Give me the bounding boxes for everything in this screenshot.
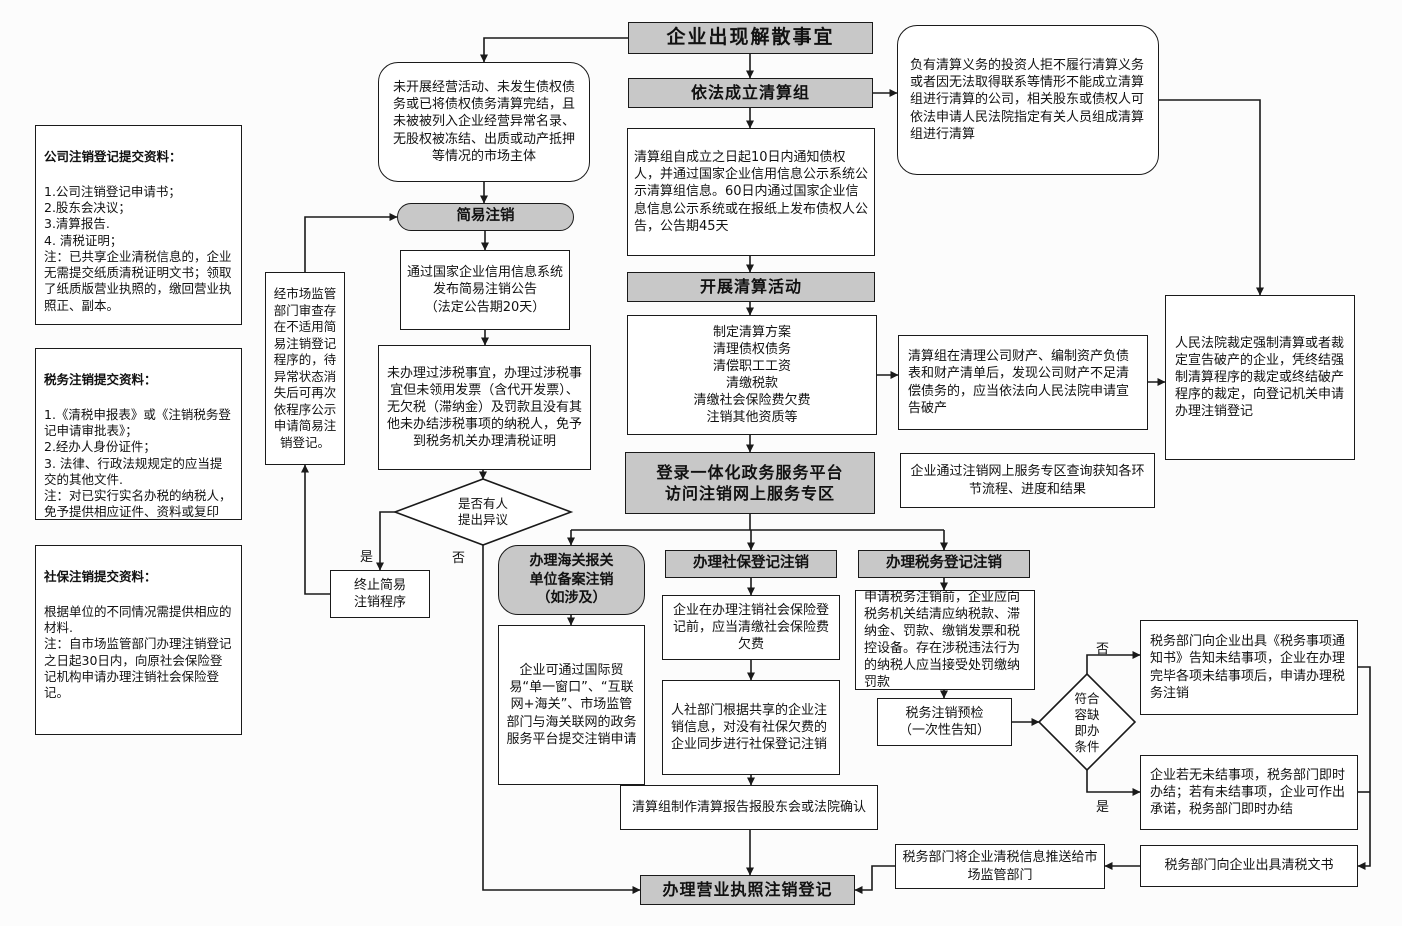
node-notify-creditors: 清算组自成立之日起10日内通知债权人，并通过国家企业信用信息公示系统公示清算组信… <box>627 128 875 256</box>
node-simple-announcement: 通过国家企业信用信息系统发布简易注销公告 （法定公告期20天） <box>400 250 570 330</box>
edge-label-yes-objection: 是 <box>360 550 374 565</box>
node-query-progress: 企业通过注销网上服务专区查询获知各环节流程、进度和结果 <box>900 453 1155 508</box>
panel-tax-body: 1.《清税申报表》或《注销税务登记申请审批表》； 2.经办人身份证件； 3. 法… <box>44 406 232 520</box>
node-tax-info-push: 税务部门将企业清税信息推送给市场监管部门 <box>895 844 1105 889</box>
node-tax-clearance-document: 税务部门向企业出具清税文书 <box>1140 845 1358 887</box>
node-liquidation-activities: 开展清算活动 <box>627 272 875 302</box>
node-market-supervision-review: 经市场监管部门审查存在不适用简易注销登记程序的，待异常状态消失后可再次依程序公示… <box>265 272 345 465</box>
node-customs-deregistration: 办理海关报关 单位备案注销 （如涉及） <box>498 545 645 615</box>
edge-label-no-objection: 否 <box>452 551 466 566</box>
panel-company-deregistration-materials: 公司注销登记提交资料： 1.公司注销登记申请书； 2.股东会决议； 3.清算报告… <box>35 125 242 325</box>
node-form-liquidation-group: 依法成立清算组 <box>628 78 873 108</box>
node-online-platform: 登录一体化政务服务平台 访问注销网上服务专区 <box>625 452 875 514</box>
node-dissolution-event: 企业出现解散事宜 <box>628 22 873 54</box>
panel-social-body: 根据单位的不同情况需提供相应的材料. 注：自市场监管部门办理注销登记之日起30日… <box>44 603 232 700</box>
node-investor-refusal: 负有清算义务的投资人拒不履行清算义务或者因无法取得联系等情形不能成立清算组进行清… <box>897 25 1159 175</box>
node-bankruptcy-petition: 清算组在清理公司财产、编制资产负债表和财产清单后，发现公司财产不足清偿债务的，应… <box>898 335 1148 430</box>
panel-company-title: 公司注销登记提交资料： <box>44 149 182 165</box>
panel-tax-title: 税务注销提交资料： <box>44 372 157 388</box>
node-tax-deregistration: 办理税务登记注销 <box>858 550 1030 578</box>
node-liquidation-report-confirmation: 清算组制作清算报告报股东会或法院确认 <box>620 785 878 830</box>
node-clear-social-arrears: 企业在办理注销社会保险登记前，应当清缴社会保险费欠费 <box>662 595 840 660</box>
edge-label-yes-conditions: 是 <box>1096 800 1110 815</box>
node-social-sync-deregistration: 人社部门根据共享的企业注销信息，对没有社保欠费的企业同步进行社保登记注销 <box>662 680 840 775</box>
panel-tax-deregistration-materials: 税务注销提交资料： 1.《清税申报表》或《注销税务登记申请审批表》； 2.经办人… <box>35 348 242 520</box>
edge-label-no-conditions: 否 <box>1096 642 1110 657</box>
node-court-ruling: 人民法院裁定强制清算或者裁定宣告破产的企业，凭终结强制清算程序的裁定或终结破产程… <box>1165 295 1355 460</box>
node-tax-precheck: 税务注销预检 （一次性告知） <box>877 698 1012 746</box>
node-social-security-deregistration: 办理社保登记注销 <box>665 550 837 578</box>
node-customs-channels: 企业可通过国际贸易“单一窗口”、“互联网+海关”、市场监管部门与海关联网的政务服… <box>498 625 645 785</box>
node-terminate-simple-procedure: 终止简易 注销程序 <box>330 570 430 618</box>
node-liquidation-tasks: 制定清算方案 清理债权债务 清偿职工工资 清缴税款 清缴社会保险费欠费 注销其他… <box>627 315 877 435</box>
panel-company-body: 1.公司注销登记申请书； 2.股东会决议； 3.清算报告. 4. 清税证明； 注… <box>44 183 232 313</box>
node-no-tax-matters: 未办理过涉税事宜，办理过涉税事宜但未领用发票（含代开发票）、无欠税（滞纳金）及罚… <box>378 345 591 470</box>
node-tax-immediate-settlement: 企业若无未结事项，税务部门即时办结；若有未结事项，企业可作出承诺，税务部门即时办… <box>1140 755 1358 830</box>
node-business-license-deregistration: 办理营业执照注销登记 <box>640 875 855 905</box>
node-no-business-activity: 未开展经营活动、未发生债权债务或已将债权债务清算完结，且未被被列入企业经营异常名… <box>378 62 590 182</box>
decision-objection-shape <box>392 478 574 546</box>
node-tax-matters-notice: 税务部门向企业出具《税务事项通知书》告知未结事项，企业在办理完毕各项未结事项后，… <box>1140 620 1358 715</box>
node-simple-deregistration: 简易注销 <box>397 203 574 231</box>
panel-social-title: 社保注销提交资料： <box>44 569 157 585</box>
panel-social-deregistration-materials: 社保注销提交资料： 根据单位的不同情况需提供相应的材料. 注：自市场监管部门办理… <box>35 545 242 735</box>
node-clear-tax-arrears: 申请税务注销前，企业应向税务机关结清应纳税款、滞纳金、罚款、缴销发票和税控设备。… <box>855 590 1035 690</box>
decision-conditions-shape <box>1037 672 1137 772</box>
